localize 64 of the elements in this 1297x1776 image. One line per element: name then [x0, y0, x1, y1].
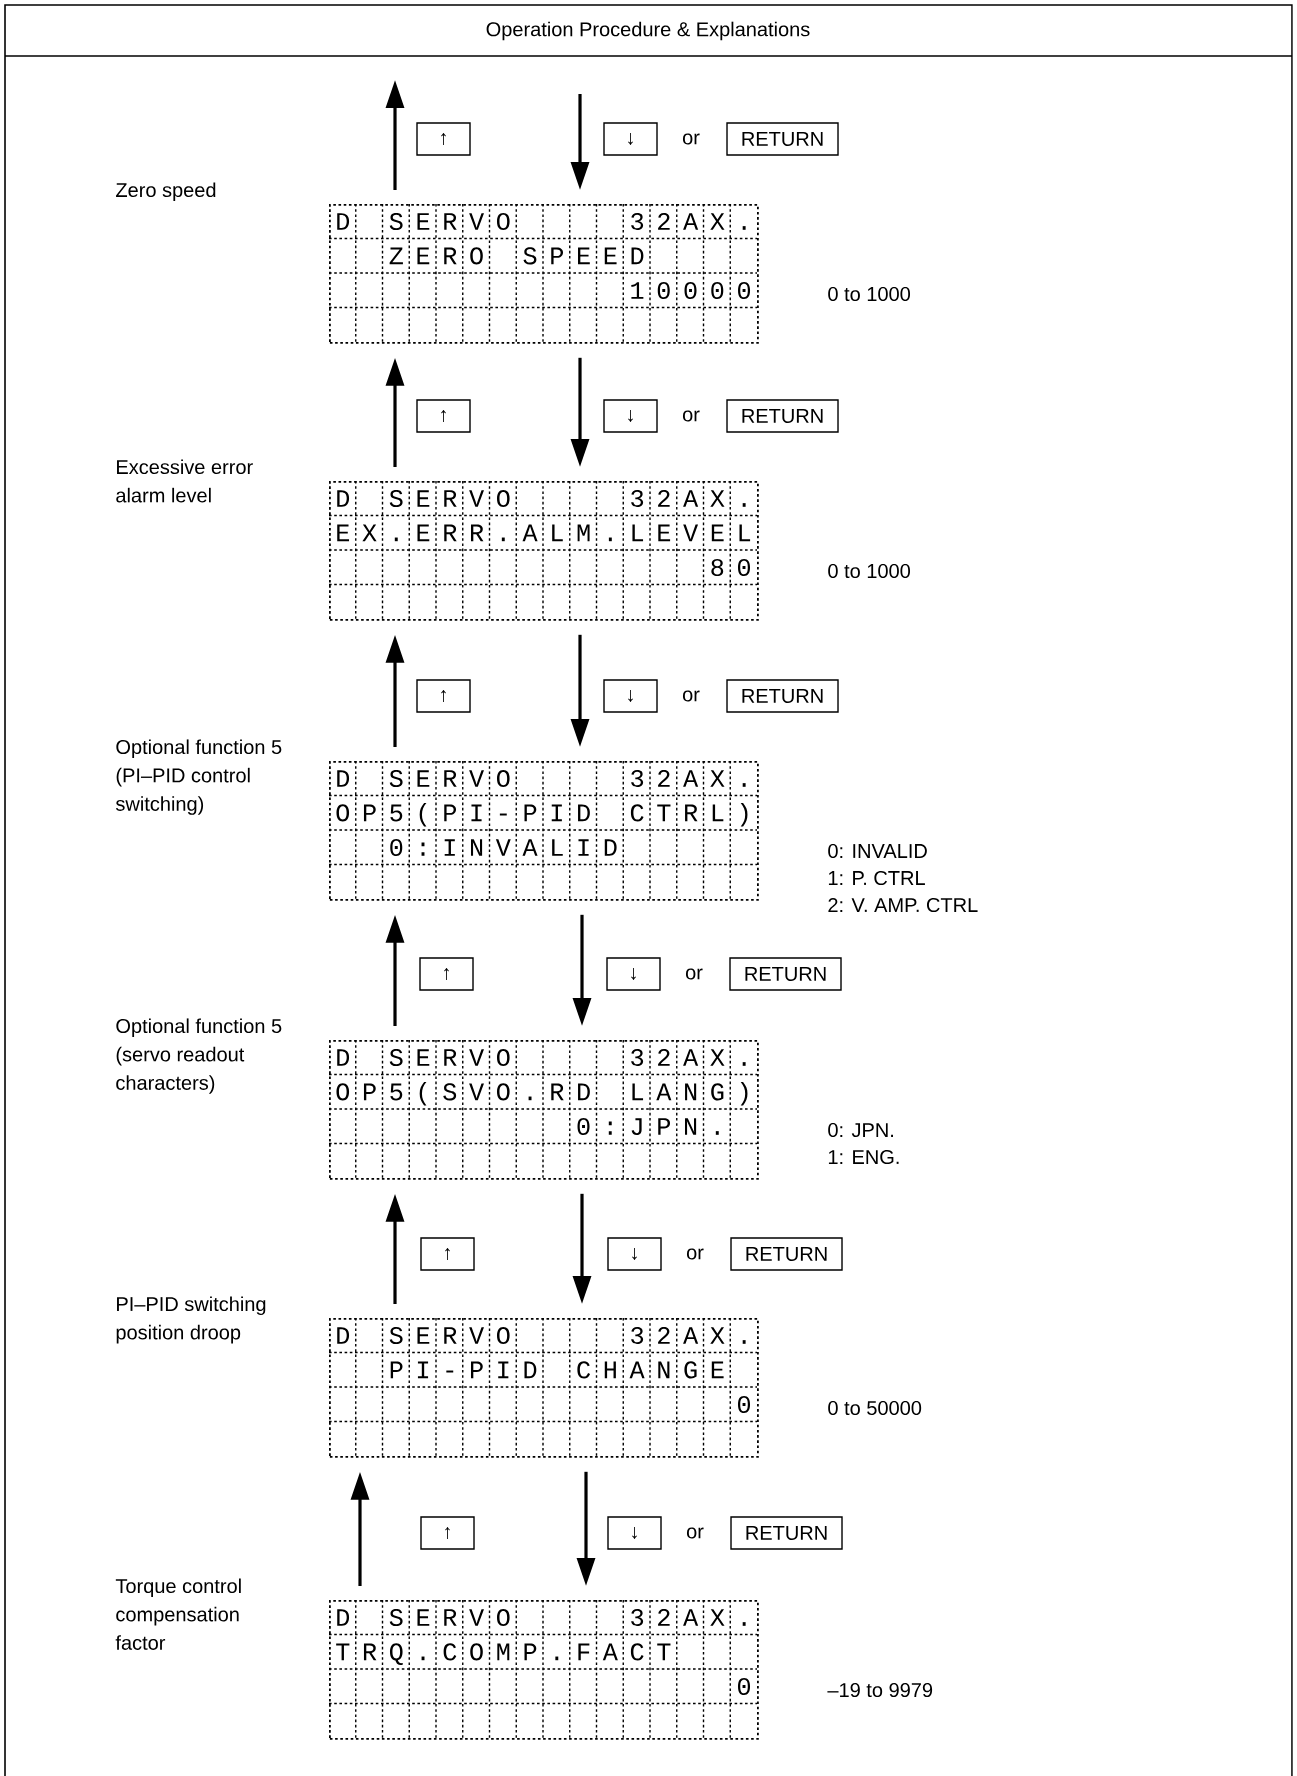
key-box: RETURN [729, 957, 842, 991]
key-box: ↓ [603, 122, 658, 156]
node-label: P I - P I D C H A N G E [390, 1361, 724, 1379]
or-text: or [682, 690, 700, 702]
node-label: 0 : J P N . [577, 1117, 719, 1136]
key-box: ↓ [606, 957, 661, 991]
node-label: D S E R V O 3 2 A X . [337, 1048, 746, 1067]
key-box: ↑ [416, 122, 471, 156]
key-box: ↓ [603, 399, 658, 433]
parameter-name: Torque control compensation factor [115, 1578, 241, 1650]
node-label: O P 5 ( P I - P I D C T R L ) [336, 802, 748, 827]
value-range: 1: ENG. [828, 1149, 899, 1165]
node-label: D S E R V O 3 2 A X . [337, 212, 746, 231]
node-label: Z E R O S P E E D [389, 247, 644, 265]
lcd-screen: D S E R V O 3 2 A X . P I - P I D C H A N G E 0 [328, 1317, 759, 1458]
node-label: 0 : I N V A L I D [390, 838, 617, 857]
value-range: 0 to 1000 [828, 286, 910, 302]
or-text: or [682, 410, 700, 422]
value-range: 0: JPN. [828, 1122, 893, 1138]
value-range: 0 to 1000 [828, 563, 910, 579]
key-box: RETURN [726, 679, 839, 713]
or-text: or [685, 968, 703, 980]
key-box: RETURN [726, 399, 839, 433]
parameter-name: Excessive error alarm level [116, 459, 253, 503]
node-label: D S E R V O 3 2 A X . [337, 489, 746, 508]
key-box: ↑ [420, 1237, 475, 1271]
or-text: or [682, 133, 700, 145]
lcd-screen: D S E R V O 3 2 A X . E X . E R R . A L M . L E V E L 8 0 [328, 480, 759, 621]
table-header: Operation Procedure & Explanations [486, 21, 810, 41]
node-label: 1 0 0 0 0 [631, 281, 751, 300]
parameter-name: Zero speed [116, 182, 216, 202]
or-text: or [686, 1248, 704, 1260]
node-label: E X . E R R . A L M . L E V E L [337, 524, 751, 542]
key-box: ↓ [607, 1237, 662, 1271]
node-label: 0 [738, 1677, 751, 1696]
value-range: 1: P. CTRL [828, 870, 925, 886]
node-label: 0 [738, 1395, 751, 1414]
value-range: 0 to 50000 [828, 1400, 922, 1416]
lcd-screen: D S E R V O 3 2 A X . O P 5 ( S V O . R D L A N G ) 0 : J P N . [328, 1039, 759, 1180]
key-box: ↓ [607, 1516, 662, 1550]
node-label: D S E R V O 3 2 A X . [337, 1608, 746, 1627]
key-box: RETURN [730, 1237, 843, 1271]
value-range: 0: INVALID [828, 843, 927, 859]
node-label: D S E R V O 3 2 A X . [337, 769, 746, 788]
node-label: 8 0 [711, 558, 751, 577]
node-label: D S E R V O 3 2 A X . [337, 1326, 746, 1345]
key-box: RETURN [730, 1516, 843, 1550]
parameter-name: PI–PID switching position droop [116, 1296, 266, 1344]
value-range: 2: V. AMP. CTRL [828, 897, 978, 913]
parameter-name: Optional function 5 (servo readout characters) [116, 1018, 282, 1094]
key-box: ↑ [416, 679, 471, 713]
key-box: ↑ [416, 399, 471, 433]
lcd-screen: D S E R V O 3 2 A X . Z E R O S P E E D 1 0 0 0 0 [328, 203, 759, 344]
parameter-name: Optional function 5 (PI–PID control switching) [115, 739, 282, 815]
node-label: O P 5 ( S V O . R D L A N G ) [336, 1081, 748, 1106]
key-box: ↑ [420, 1516, 475, 1550]
key-box: RETURN [726, 122, 839, 156]
lcd-screen: D S E R V O 3 2 A X . O P 5 ( P I - P I D C T R L ) 0 : I N V A L I D [328, 760, 759, 901]
lcd-screen: D S E R V O 3 2 A X . T R Q . C O M P . F A C T 0 [328, 1599, 759, 1740]
or-text: or [686, 1527, 704, 1539]
value-range: –19 to 9979 [827, 1682, 933, 1698]
key-box: ↓ [603, 679, 658, 713]
node-label: T R Q . C O M P . F A C T [336, 1643, 671, 1665]
key-box: ↑ [419, 957, 474, 991]
